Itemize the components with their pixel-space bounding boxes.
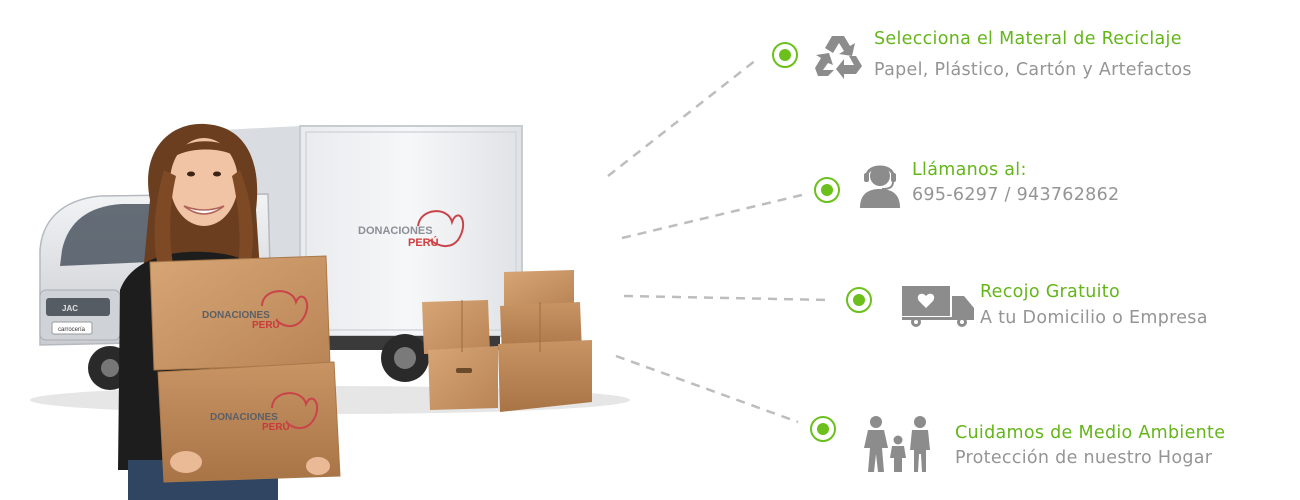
cargo-logo-peru: PERÚ	[408, 236, 439, 249]
bullet-dot-2	[814, 177, 840, 203]
feature-title-4: Cuidamos de Medio Ambiente	[955, 423, 1226, 443]
box-logo-peru-top: PERÚ	[252, 318, 280, 331]
cargo-logo-text: DONACIONES	[358, 225, 433, 237]
family-icon	[864, 416, 930, 472]
connector-line-4	[615, 354, 799, 424]
feature-subtitle-3: A tu Domicilio o Empresa	[980, 308, 1208, 328]
feature-subtitle-4: Protección de nuestro Hogar	[955, 448, 1213, 468]
hero-photo: DONACIONES PERÚ JAC carrocería	[30, 123, 630, 500]
box-logo-peru-bottom: PERÚ	[262, 420, 290, 433]
delivery-truck-icon	[902, 286, 974, 327]
connector-line-3	[623, 294, 831, 302]
feature-subtitle-1: Papel, Plástico, Cartón y Artefactos	[874, 60, 1192, 80]
truck-make: JAC	[62, 304, 78, 313]
feature-title-3: Recojo Gratuito	[980, 282, 1120, 302]
bullet-dot-3	[846, 287, 872, 313]
bullet-dot-1	[772, 42, 798, 68]
box-logo-text-bottom: DONACIONES	[210, 412, 278, 423]
held-boxes: DONACIONES PERÚ DONACIONES PERÚ	[149, 255, 341, 483]
feature-title-2: Llámanos al:	[912, 160, 1027, 180]
feature-title-1: Selecciona el Materal de Reciclaje	[874, 29, 1182, 49]
connector-line-1	[607, 59, 757, 177]
box-logo-text-top: DONACIONES	[202, 310, 270, 321]
call-center-icon	[860, 165, 900, 208]
stacked-boxes	[422, 270, 592, 412]
connector-line-2	[621, 192, 807, 240]
truck-badge: carrocería	[58, 327, 86, 333]
recycle-icon	[815, 36, 862, 79]
feature-subtitle-2: 695-6297 / 943762862	[912, 185, 1120, 205]
bullet-dot-4	[810, 416, 836, 442]
